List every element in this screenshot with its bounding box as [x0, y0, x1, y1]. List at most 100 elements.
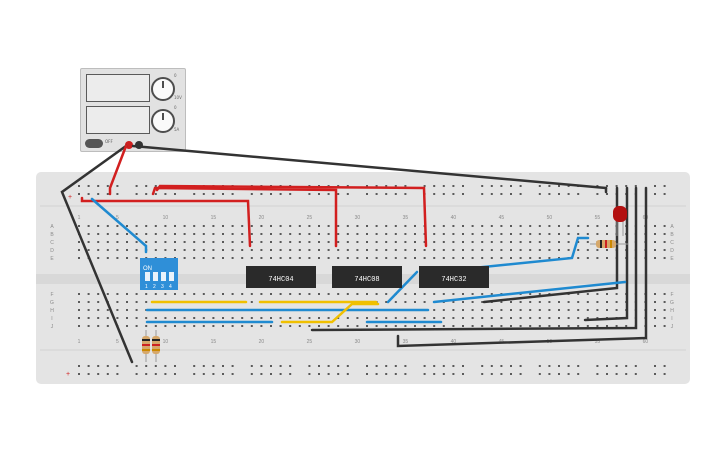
breadboard-hole[interactable]	[193, 325, 196, 327]
breadboard-hole[interactable]	[586, 301, 589, 303]
breadboard-hole[interactable]	[529, 317, 532, 319]
breadboard-hole[interactable]	[327, 325, 330, 327]
breadboard-hole[interactable]	[481, 309, 484, 311]
breadboard-hole[interactable]	[366, 241, 368, 243]
breadboard-hole[interactable]	[222, 225, 224, 227]
breadboard-hole[interactable]	[490, 309, 493, 311]
breadboard-hole[interactable]	[241, 241, 244, 243]
breadboard-hole[interactable]	[298, 317, 301, 319]
breadboard-hole[interactable]	[346, 325, 349, 327]
breadboard-hole[interactable]	[193, 241, 196, 243]
breadboard-hole[interactable]	[548, 373, 551, 375]
breadboard-hole[interactable]	[654, 293, 656, 295]
breadboard-hole[interactable]	[106, 233, 109, 235]
breadboard-hole[interactable]	[318, 257, 320, 259]
breadboard-hole[interactable]	[663, 317, 666, 319]
breadboard-hole[interactable]	[164, 249, 167, 251]
breadboard-hole[interactable]	[519, 317, 522, 319]
breadboard-hole[interactable]	[222, 365, 224, 367]
breadboard-hole[interactable]	[231, 293, 234, 295]
breadboard-hole[interactable]	[577, 193, 580, 195]
breadboard-hole[interactable]	[394, 373, 397, 375]
breadboard-hole[interactable]	[519, 309, 522, 311]
breadboard-hole[interactable]	[106, 325, 109, 327]
breadboard-hole[interactable]	[250, 293, 253, 295]
breadboard-hole[interactable]	[490, 365, 493, 367]
breadboard-hole[interactable]	[97, 325, 100, 327]
wire-red[interactable]	[80, 196, 252, 248]
breadboard-hole[interactable]	[471, 225, 474, 227]
breadboard-hole[interactable]	[270, 373, 272, 375]
breadboard-hole[interactable]	[289, 225, 292, 227]
breadboard-hole[interactable]	[270, 317, 272, 319]
breadboard-hole[interactable]	[471, 325, 474, 327]
breadboard-hole[interactable]	[442, 309, 445, 311]
breadboard-hole[interactable]	[481, 193, 484, 195]
breadboard-hole[interactable]	[442, 317, 445, 319]
breadboard-hole[interactable]	[462, 325, 464, 327]
dip-toggle-4[interactable]	[169, 272, 174, 281]
breadboard-hole[interactable]	[97, 317, 100, 319]
breadboard-hole[interactable]	[289, 317, 292, 319]
breadboard-hole[interactable]	[510, 309, 512, 311]
breadboard-hole[interactable]	[318, 249, 320, 251]
breadboard-hole[interactable]	[452, 249, 455, 251]
breadboard-hole[interactable]	[356, 241, 359, 243]
chip-74hc04[interactable]: 74HC04	[246, 266, 316, 288]
breadboard-hole[interactable]	[126, 257, 128, 259]
breadboard-hole[interactable]	[414, 233, 416, 235]
breadboard-hole[interactable]	[135, 309, 138, 311]
breadboard-hole[interactable]	[663, 193, 666, 195]
breadboard-hole[interactable]	[577, 225, 580, 227]
breadboard-hole[interactable]	[538, 249, 541, 251]
breadboard-hole[interactable]	[337, 249, 340, 251]
breadboard-hole[interactable]	[337, 365, 340, 367]
breadboard-hole[interactable]	[356, 233, 359, 235]
breadboard-hole[interactable]	[490, 185, 493, 187]
breadboard-hole[interactable]	[250, 325, 253, 327]
breadboard-hole[interactable]	[577, 317, 580, 319]
breadboard-hole[interactable]	[471, 301, 474, 303]
breadboard-hole[interactable]	[433, 241, 436, 243]
breadboard-hole[interactable]	[231, 365, 234, 367]
breadboard-hole[interactable]	[442, 365, 445, 367]
breadboard-hole[interactable]	[298, 233, 301, 235]
breadboard-hole[interactable]	[270, 233, 272, 235]
breadboard-hole[interactable]	[586, 317, 589, 319]
breadboard-hole[interactable]	[366, 225, 368, 227]
breadboard-hole[interactable]	[231, 193, 234, 195]
breadboard-hole[interactable]	[183, 233, 186, 235]
breadboard-hole[interactable]	[337, 257, 340, 259]
breadboard-hole[interactable]	[183, 317, 186, 319]
breadboard-hole[interactable]	[366, 193, 368, 195]
breadboard-hole[interactable]	[135, 257, 138, 259]
breadboard-hole[interactable]	[385, 293, 388, 295]
breadboard-hole[interactable]	[327, 293, 330, 295]
breadboard-hole[interactable]	[356, 325, 359, 327]
breadboard-hole[interactable]	[375, 325, 378, 327]
breadboard-hole[interactable]	[222, 293, 224, 295]
breadboard-hole[interactable]	[366, 293, 368, 295]
breadboard-hole[interactable]	[116, 233, 119, 235]
breadboard-hole[interactable]	[567, 225, 570, 227]
breadboard-hole[interactable]	[78, 301, 80, 303]
breadboard-hole[interactable]	[558, 225, 560, 227]
breadboard-hole[interactable]	[394, 317, 397, 319]
breadboard-hole[interactable]	[490, 233, 493, 235]
breadboard-hole[interactable]	[404, 317, 407, 319]
breadboard-hole[interactable]	[481, 373, 484, 375]
breadboard-hole[interactable]	[606, 309, 608, 311]
breadboard-hole[interactable]	[337, 225, 340, 227]
breadboard-hole[interactable]	[538, 233, 541, 235]
breadboard-hole[interactable]	[625, 325, 628, 327]
breadboard-hole[interactable]	[567, 233, 570, 235]
breadboard-hole[interactable]	[404, 241, 407, 243]
breadboard-hole[interactable]	[212, 193, 215, 195]
chip-74hc32[interactable]: 74HC32	[419, 266, 489, 288]
breadboard-hole[interactable]	[116, 185, 119, 187]
breadboard-hole[interactable]	[567, 249, 570, 251]
breadboard-hole[interactable]	[231, 317, 234, 319]
breadboard-hole[interactable]	[222, 193, 224, 195]
breadboard-hole[interactable]	[481, 325, 484, 327]
breadboard-hole[interactable]	[442, 325, 445, 327]
